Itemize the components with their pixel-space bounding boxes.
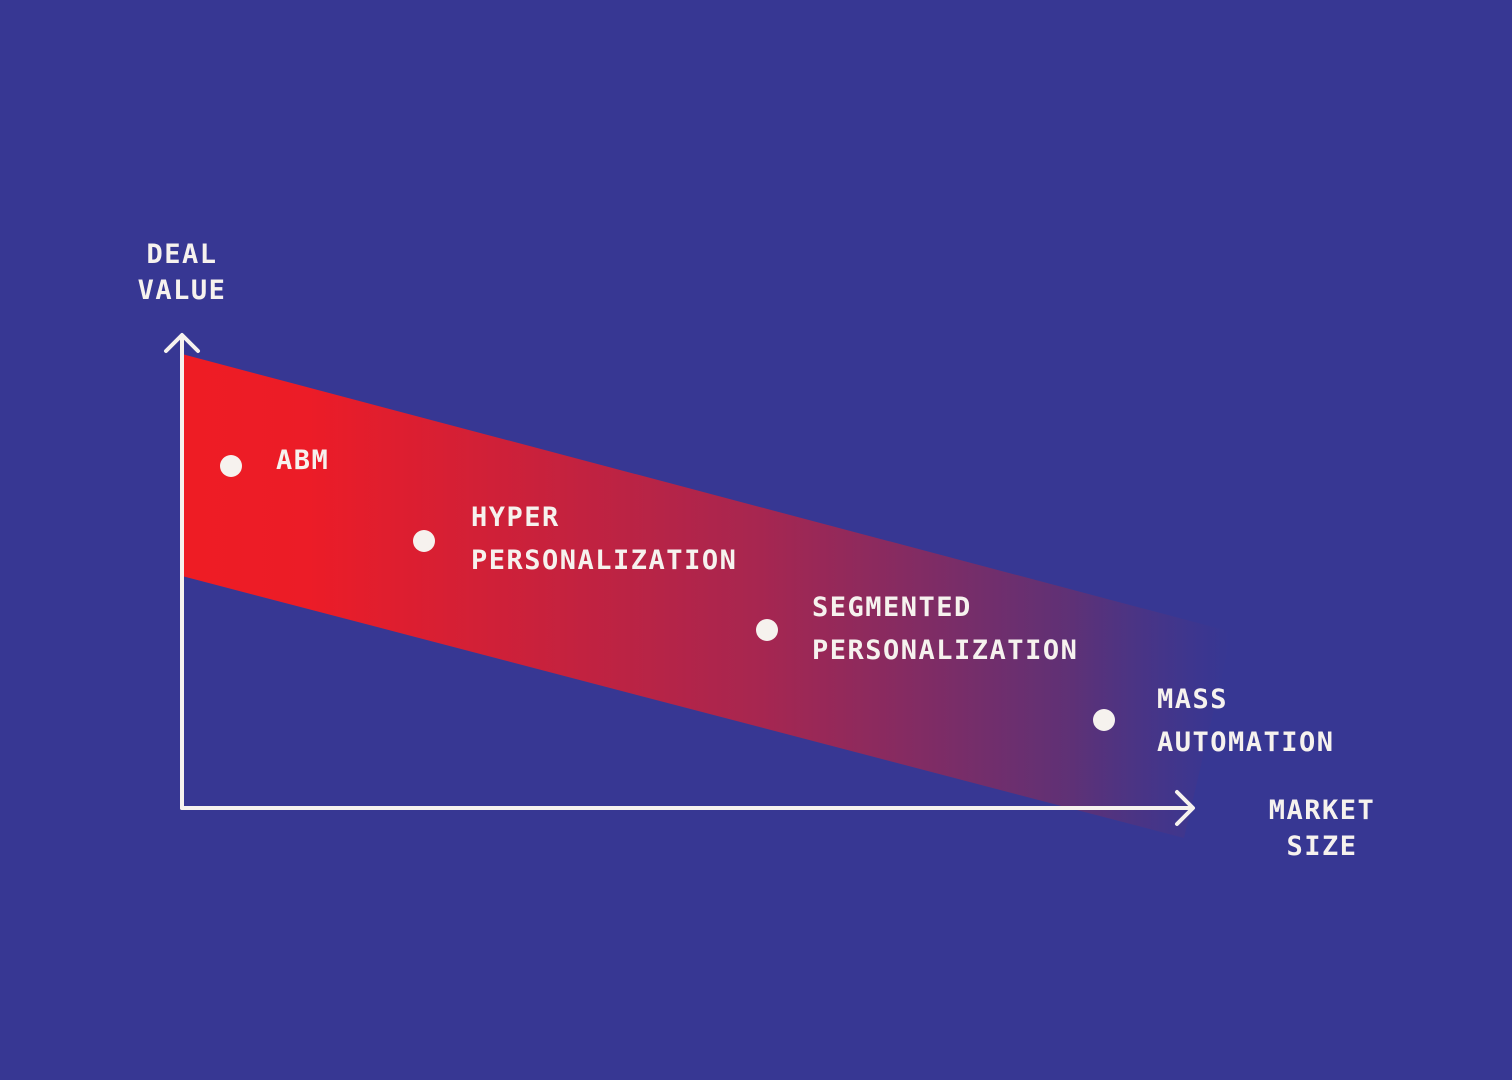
point-dot-abm <box>220 455 242 477</box>
point-label-segmented-personalization: SEGMENTED PERSONALIZATION <box>812 586 1078 672</box>
value-band <box>182 354 1232 838</box>
point-label-abm: ABM <box>276 443 329 479</box>
point-label-abm-line1: ABM <box>276 445 330 476</box>
point-dot-segmented-personalization <box>756 619 778 641</box>
point-label-segmented-line2: PERSONALIZATION <box>812 635 1079 666</box>
point-label-hyper-line1: HYPER <box>471 502 560 533</box>
point-dot-mass-automation <box>1093 709 1115 731</box>
y-axis-label: DEAL VALUE <box>112 237 252 309</box>
y-axis-label-line1: DEAL <box>146 239 218 270</box>
point-label-mass-line2: AUTOMATION <box>1157 727 1335 758</box>
point-dot-hyper-personalization <box>413 530 435 552</box>
x-axis-label-line2: SIZE <box>1286 831 1358 862</box>
point-label-mass-automation: MASS AUTOMATION <box>1157 678 1335 764</box>
point-label-hyper-personalization: HYPER PERSONALIZATION <box>471 496 737 582</box>
x-axis-label: MARKET SIZE <box>1247 793 1397 865</box>
x-axis-label-line1: MARKET <box>1268 795 1376 826</box>
point-label-mass-line1: MASS <box>1157 684 1229 715</box>
point-label-hyper-line2: PERSONALIZATION <box>471 545 738 576</box>
point-label-segmented-line1: SEGMENTED <box>812 592 972 623</box>
x-axis-arrowhead <box>1175 790 1195 826</box>
y-axis-label-line2: VALUE <box>137 275 227 306</box>
y-axis-arrowhead <box>164 333 200 353</box>
